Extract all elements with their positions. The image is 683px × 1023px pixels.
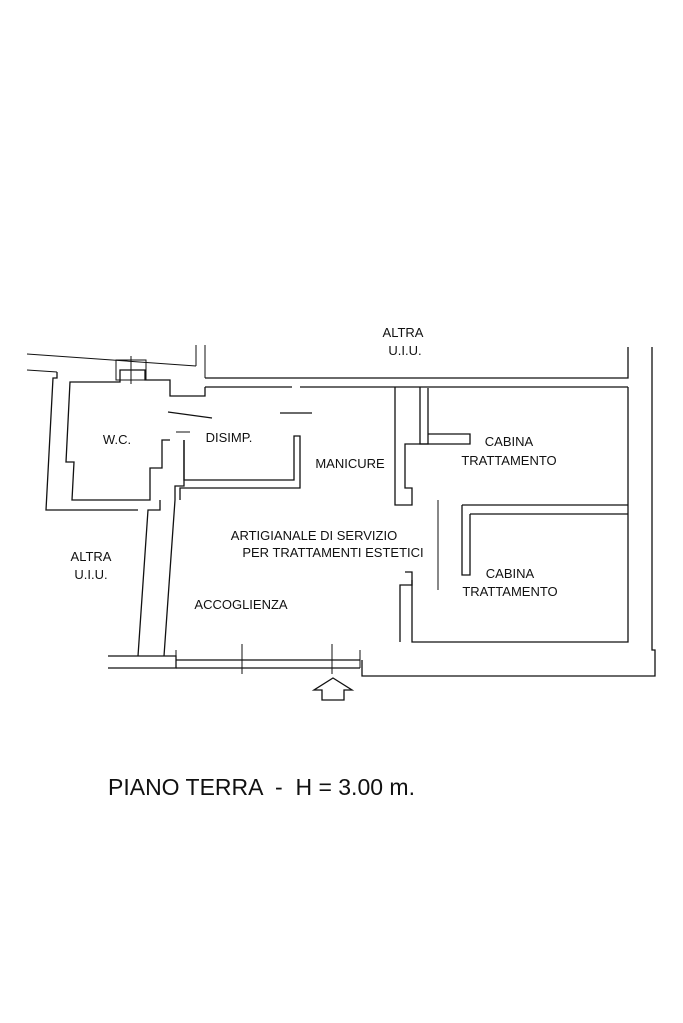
disimp-door-swing-1	[167, 411, 213, 419]
left-wall-accoglienza	[137, 500, 161, 657]
walls	[26, 345, 656, 677]
label-altra-top-1: ALTRA	[383, 325, 424, 340]
top-wall	[205, 347, 629, 379]
label-cabina-top-2: TRATTAMENTO	[461, 453, 556, 468]
wc-top	[82, 369, 206, 397]
cabina-top-partition	[420, 433, 471, 445]
label-cabina-top-1: CABINA	[485, 434, 534, 449]
label-manicure: MANICURE	[315, 456, 385, 471]
label-main-room-2: PER TRATTAMENTI ESTETICI	[242, 545, 423, 560]
label-main-room-1: ARTIGIANALE DI SERVIZIO	[231, 528, 397, 543]
wc-inner	[65, 381, 170, 501]
label-altra-left-2: U.I.U.	[74, 567, 107, 582]
label-wc: W.C.	[103, 432, 131, 447]
plan-caption: PIANO TERRA - H = 3.00 m.	[108, 774, 415, 800]
label-disimp: DISIMP.	[206, 430, 253, 445]
central-partition-top	[394, 387, 420, 506]
label-altra-left-1: ALTRA	[71, 549, 112, 564]
central-partition-bottom	[399, 571, 413, 642]
label-altra-top-2: U.I.U.	[388, 343, 421, 358]
entrance-arrow-icon	[311, 677, 355, 701]
left-wall-accoglienza-inner	[163, 440, 185, 657]
disimp-wall	[179, 435, 301, 500]
cabina-top-wall	[419, 387, 429, 445]
cabin-divider-return	[461, 505, 471, 576]
right-wall-outer	[361, 347, 656, 677]
room-labels: ALTRA U.I.U. W.C. DISIMP. MANICURE CABIN…	[71, 325, 558, 612]
label-accoglienza: ACCOGLIENZA	[194, 597, 288, 612]
neighbor-boundary-left	[26, 353, 197, 367]
label-cabina-bottom-2: TRATTAMENTO	[462, 584, 557, 599]
neighbor-boundary-left-inner	[26, 369, 58, 373]
label-cabina-bottom-1: CABINA	[486, 566, 535, 581]
wc-outer	[45, 372, 138, 511]
facade-left	[108, 655, 177, 669]
